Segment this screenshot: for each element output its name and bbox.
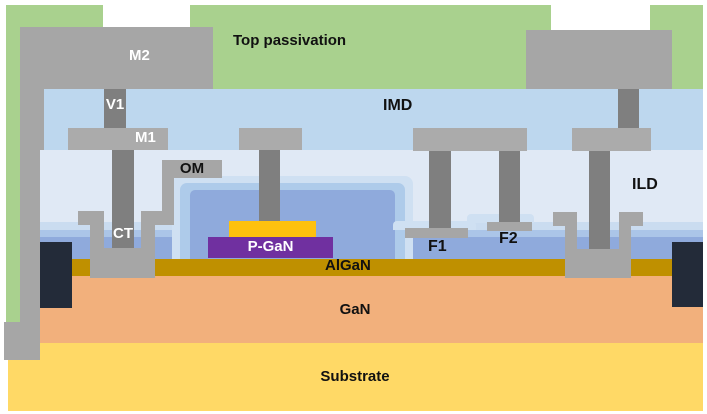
ct-source-bottom [90, 248, 155, 278]
layer-gan [40, 276, 703, 343]
field-plate-f1 [405, 228, 468, 238]
m1-plate-source [68, 128, 168, 150]
top-passivation-segment-middle [190, 5, 551, 89]
om-label: OM [179, 159, 205, 177]
m2-pad-drain [526, 30, 672, 89]
layer-algan [40, 259, 672, 276]
m1-label: M1 [135, 129, 156, 146]
ct-drain-arm-right [619, 212, 631, 258]
ild-label: ILD [632, 176, 658, 193]
m1-plate-field [413, 128, 527, 151]
f2-label: F2 [499, 230, 518, 247]
via-v1-source [104, 89, 126, 128]
ct-drain-arm-left [565, 212, 577, 258]
via-drain-contact [589, 151, 610, 252]
edge-seal-wall-upper [20, 27, 44, 150]
via-source-contact [112, 150, 134, 250]
edge-seal-wall-lower [20, 150, 40, 322]
ct-label: CT [113, 225, 133, 242]
field-plate-f2 [487, 222, 532, 231]
algan-label: AlGaN [325, 257, 371, 274]
via-gate [259, 150, 280, 221]
m2-pad-source [21, 27, 213, 89]
m1-plate-drain [572, 128, 651, 151]
isolation-implant-right [672, 242, 703, 307]
m2-label: M2 [129, 47, 150, 64]
via-f1 [429, 151, 451, 230]
layer-substrate [8, 343, 703, 411]
top-passivation-label: Top passivation [233, 32, 347, 49]
m1-plate-gate [239, 128, 302, 150]
om-field-plate-bar: OM [162, 160, 222, 178]
ct-drain-bottom [565, 249, 631, 278]
via-v1-drain [618, 89, 639, 128]
f1-label: F1 [428, 238, 447, 255]
via-f2 [499, 151, 520, 225]
v1-label: V1 [105, 96, 125, 113]
isolation-implant-left [40, 242, 72, 308]
ct-source-arm-left [90, 211, 104, 258]
substrate-label: Substrate [320, 368, 390, 385]
p-gan-label: P-GaN [247, 238, 294, 256]
gan-label: GaN [339, 301, 371, 318]
ct-source-arm-right [141, 211, 155, 258]
edge-seal-wall-foot [4, 322, 40, 360]
imd-label: IMD [383, 97, 413, 114]
gate-metal [229, 221, 316, 237]
p-gan-gate-layer: P-GaN [208, 237, 333, 258]
